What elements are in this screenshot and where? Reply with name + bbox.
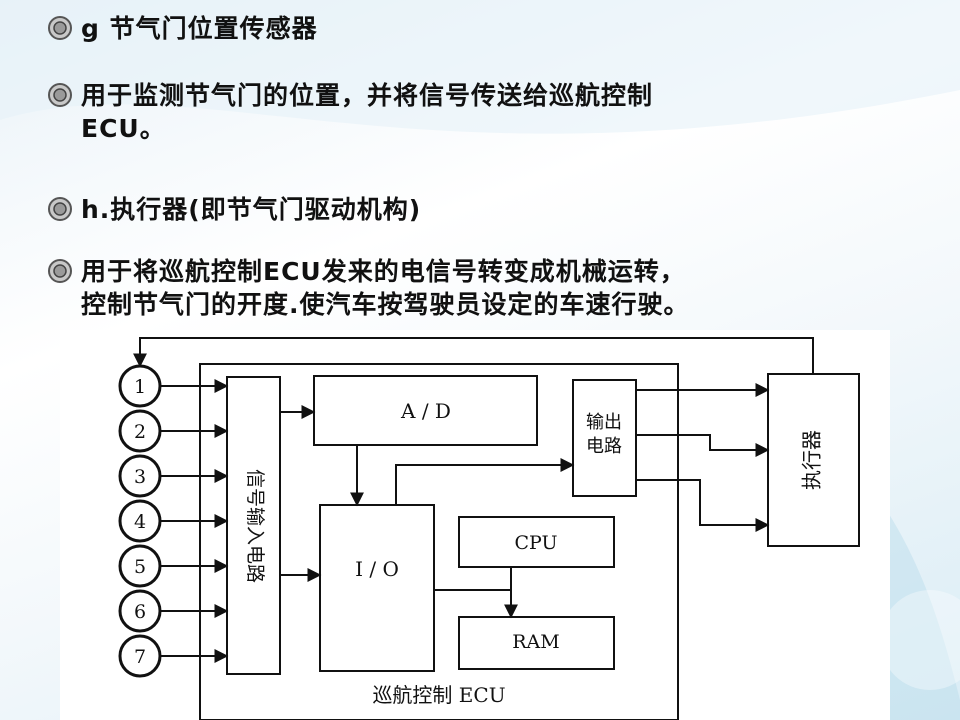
- bullet-icon: [48, 259, 72, 283]
- bullet-text: h.执行器(即节气门驱动机构): [81, 195, 422, 224]
- output-to-actuator-arrow-2: [636, 434, 770, 457]
- bullet-icon: [48, 83, 72, 107]
- bullet-item-1: g 节气门位置传感器: [47, 12, 947, 45]
- ad-converter-label: A / D: [400, 399, 451, 423]
- input-sensor-label: 3: [134, 466, 146, 488]
- input-sensor-label: 7: [134, 646, 146, 668]
- bullet-text: g 节气门位置传感器: [81, 14, 318, 43]
- input-sensor-label: 2: [134, 421, 146, 443]
- bullet-icon: [48, 16, 72, 40]
- output-circuit-box: [572, 379, 637, 497]
- input-sensor-label: 6: [134, 601, 146, 623]
- bullet-text: 用于将巡航控制ECU发来的电信号转变成机械运转，: [81, 257, 686, 286]
- io-box: [319, 504, 435, 672]
- ecu-box: [199, 363, 679, 720]
- ram-box: [458, 616, 615, 670]
- bullet-item-4: 用于将巡航控制ECU发来的电信号转变成机械运转， 控制节气门的开度.使汽车按驾驶…: [47, 255, 947, 321]
- input-sensor-label: 5: [134, 556, 146, 578]
- io-to-output-arrow: [395, 458, 575, 505]
- bullet-item-2: 用于监测节气门的位置，并将信号传送给巡航控制 ECU。: [47, 79, 947, 145]
- output-circuit-label-line2: 电路: [586, 436, 622, 457]
- io-label: I / O: [355, 557, 399, 581]
- feedback-line: [133, 337, 814, 374]
- actuator-label: 执行器: [800, 430, 824, 490]
- signal-input-circuit-label: 信号输入电路: [244, 469, 266, 583]
- input-sensor-label: 4: [134, 511, 146, 533]
- signal-input-circuit-box: [226, 376, 281, 675]
- bullet-icon: [48, 197, 72, 221]
- bullet-text-continued: ECU。: [81, 114, 166, 143]
- cpu-box: [458, 516, 615, 568]
- bullet-text-continued: 控制节气门的开度.使汽车按驾驶员设定的车速行驶。: [81, 290, 690, 319]
- ram-label: RAM: [512, 631, 559, 653]
- bullet-text: 用于监测节气门的位置，并将信号传送给巡航控制: [81, 81, 654, 110]
- cpu-label: CPU: [514, 532, 557, 554]
- output-circuit-label-line1: 输出: [586, 412, 622, 433]
- bullet-item-3: h.执行器(即节气门驱动机构): [47, 193, 947, 226]
- ecu-label: 巡航控制 ECU: [372, 683, 505, 707]
- input-sensors: 1 2 3 4 5 6 7: [118, 364, 229, 678]
- input-sensor-label: 1: [134, 376, 146, 398]
- output-to-actuator-arrow-3: [636, 479, 770, 532]
